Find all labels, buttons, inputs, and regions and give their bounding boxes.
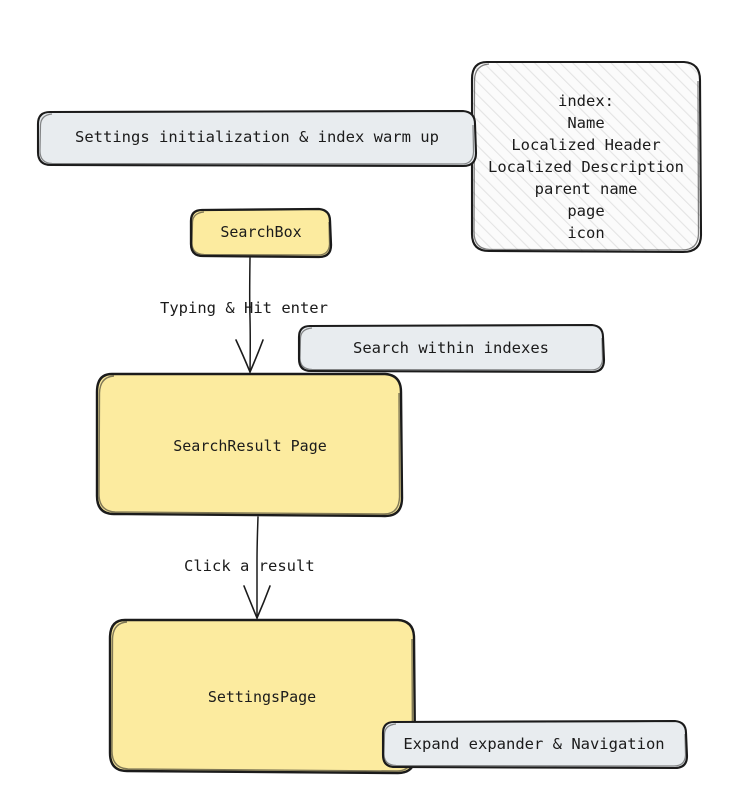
note-expand-expander-navigation: Expand expander & Navigation xyxy=(403,735,665,753)
node-label-settingspage[interactable]: SettingsPage xyxy=(207,688,317,706)
node-label-searchresult-page[interactable]: SearchResult Page xyxy=(173,437,327,455)
edge-label-typing-hit-enter: Typing & Hit enter xyxy=(160,299,328,317)
note-settings-initialization: Settings initialization & index warm up xyxy=(75,128,439,146)
index-field-icon: icon xyxy=(567,224,605,242)
index-box-heading: index: xyxy=(558,92,614,110)
note-search-within-indexes: Search within indexes xyxy=(353,338,549,357)
index-field-localized-header: Localized Header xyxy=(511,136,661,154)
index-field-localized-description: Localized Description xyxy=(488,158,684,176)
node-label-searchbox[interactable]: SearchBox xyxy=(220,223,302,241)
index-field-page: page xyxy=(567,202,605,220)
index-field-name: Name xyxy=(567,114,605,132)
index-field-parent-name: parent name xyxy=(534,180,638,198)
edge-label-click-a-result: Click a result xyxy=(184,557,315,575)
index-box-text: index: Name Localized Header Localized D… xyxy=(474,84,698,252)
